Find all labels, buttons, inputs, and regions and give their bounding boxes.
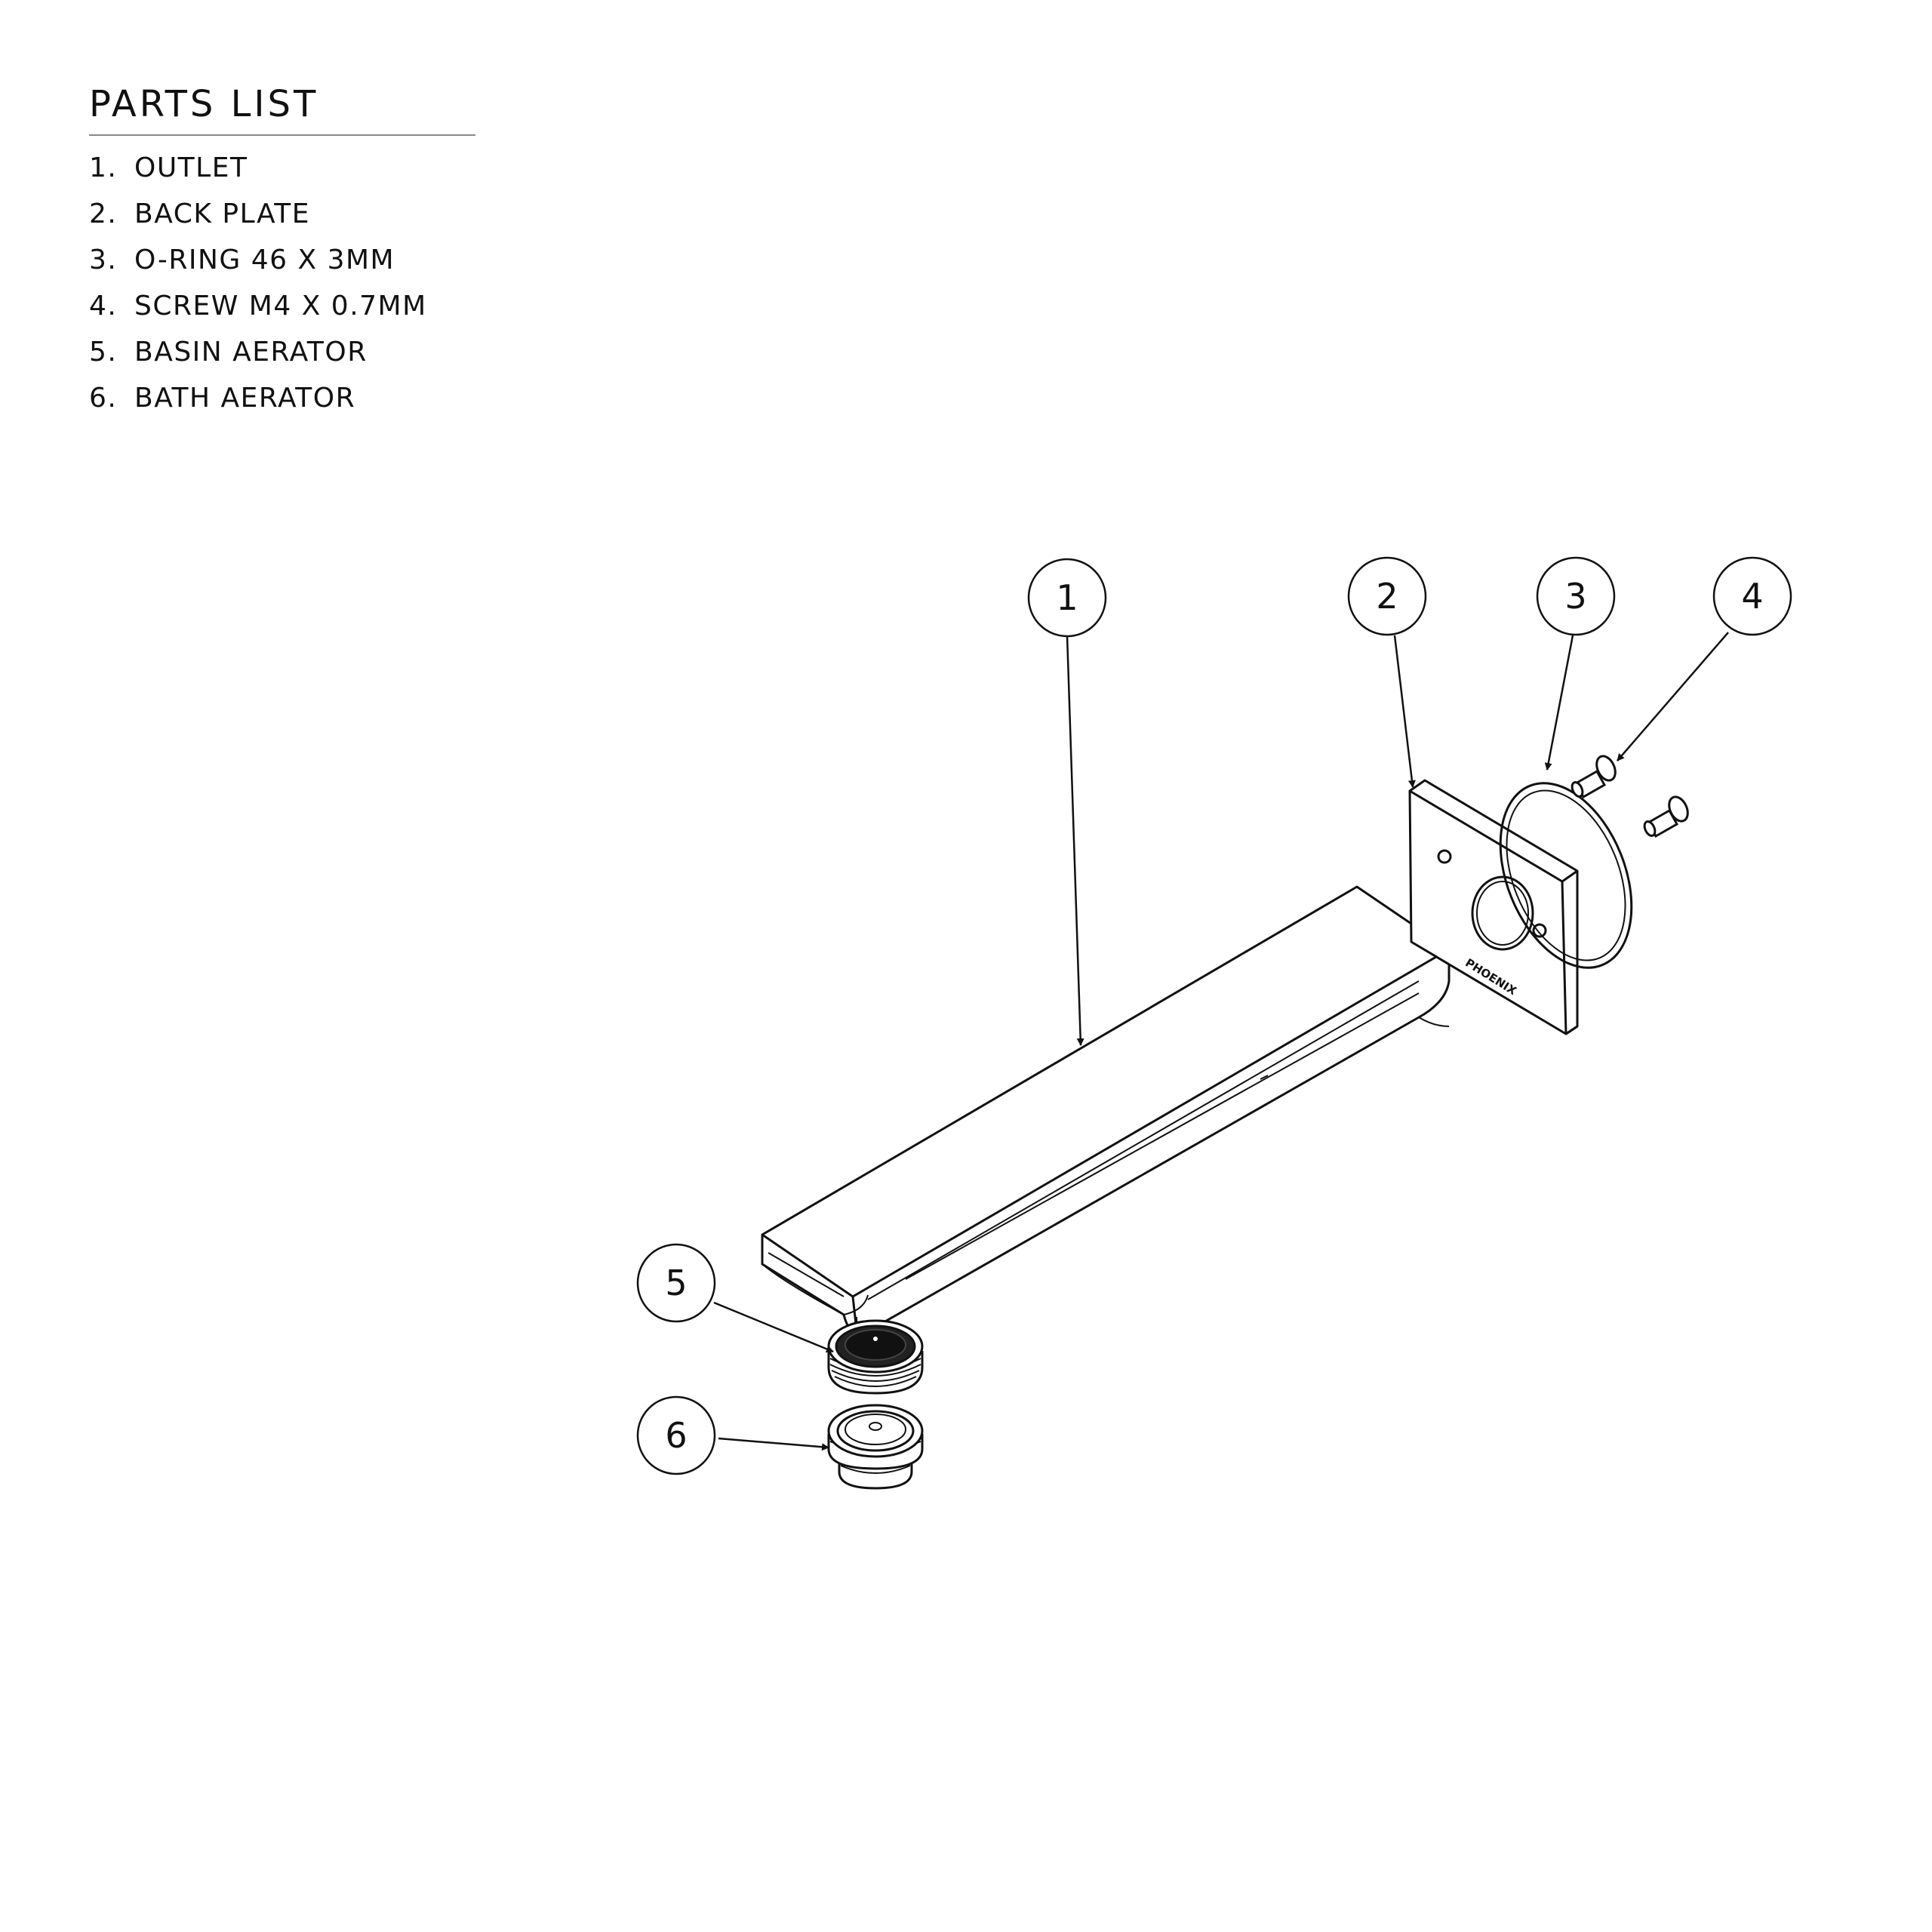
back-plate-center-hole [1471,875,1534,951]
callout-5: 5 [636,1243,716,1323]
parts-list: PARTS LIST 1. OUTLET 2. BACK PLATE 3. O-RIN… [89,82,475,421]
parts-list-title: PARTS LIST [89,82,475,136]
leader-line-2 [1393,635,1416,788]
leader-lines [713,632,1729,1451]
parts-list-item: 1. OUTLET [89,145,475,191]
callout-4: 4 [1712,556,1792,636]
callout-2-label: 2 [1376,576,1398,617]
callout-3: 3 [1536,556,1616,636]
part-number: 2. [89,198,118,229]
callout-4-label: 4 [1741,576,1763,617]
parts-list-item: 4. SCREW M4 X 0.7MM [89,283,475,329]
callout-2: 2 [1347,556,1427,636]
part-label: BACK PLATE [134,198,311,229]
part-label: BASIN AERATOR [134,337,368,368]
part-label: O-RING 46 X 3MM [134,245,395,275]
screw-lower [1643,795,1689,838]
callout-3-label: 3 [1564,576,1586,617]
parts-list-item: 2. BACK PLATE [89,191,475,237]
callout-6-label: 6 [665,1415,687,1456]
parts-list-item: 5. BASIN AERATOR [89,329,475,375]
back-plate-screw-hole [1532,923,1547,938]
bath-aerator [827,1404,924,1490]
callout-5-label: 5 [665,1263,687,1303]
callout-1-label: 1 [1056,577,1078,618]
leader-line-1 [1066,635,1084,1046]
basin-aerator [827,1319,924,1395]
screw-upper [1571,755,1617,799]
part-number: 4. [89,291,118,321]
leader-line-5 [713,1301,834,1353]
parts-list-items: 1.OUTLET 2.BACK PLATE 3.O-RING 46 X 3MM … [89,145,475,421]
part-number: 5. [89,337,118,368]
leader-line-3 [1544,635,1574,771]
callout-1: 1 [1027,558,1107,638]
parts-list-item: 6. BATH AERATOR [89,375,475,421]
callout-6: 6 [636,1395,716,1475]
outlet-spout [761,885,1451,1339]
leader-line-6 [718,1437,829,1451]
part-label: BATH AERATOR [134,383,356,414]
part-number: 3. [89,245,118,275]
leader-line-4 [1617,632,1729,761]
back-plate: PHOENIX [1408,779,1579,1035]
parts-list-item: 3. O-RING 46 X 3MM [89,237,475,283]
o-ring [1499,782,1633,969]
part-label: OUTLET [134,152,248,183]
back-plate-screw-hole [1437,849,1452,864]
part-number: 1. [89,152,118,183]
part-number: 6. [89,383,118,414]
part-label: SCREW M4 X 0.7MM [134,291,427,321]
